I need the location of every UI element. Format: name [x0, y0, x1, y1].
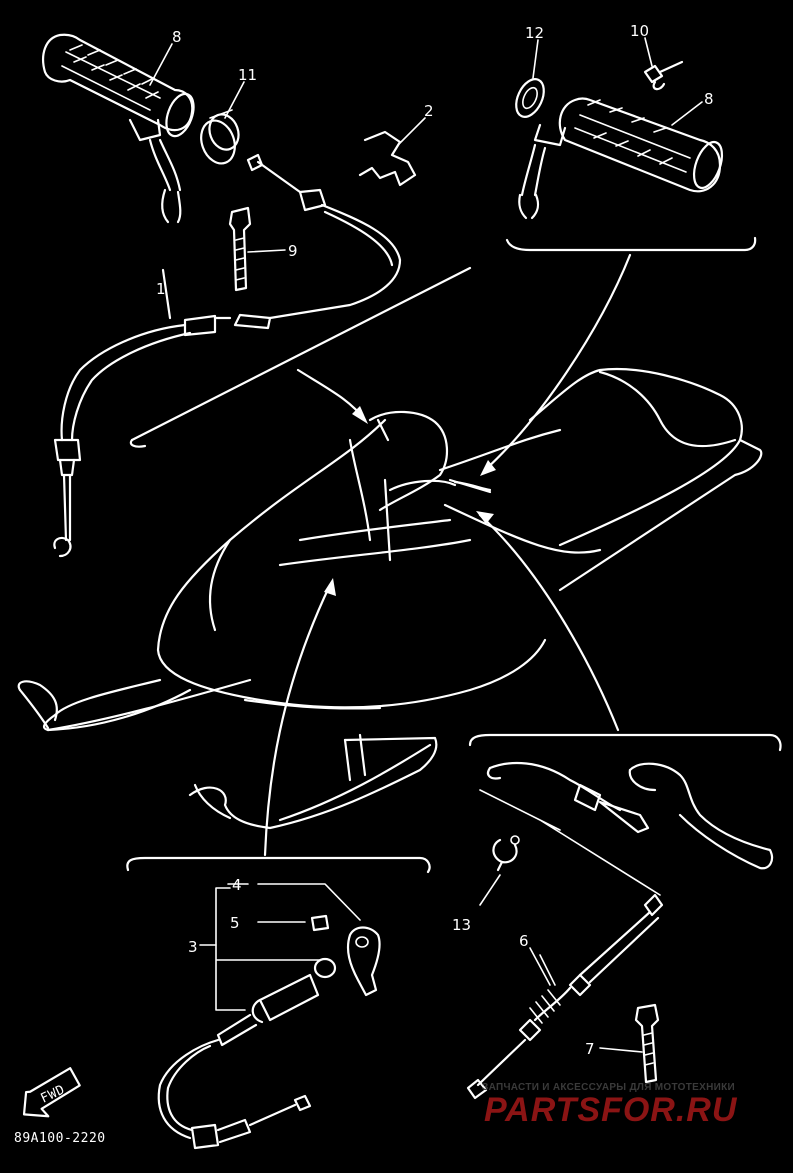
watermark: ЗАПЧАСТИ И АКСЕССУАРЫ ДЛЯ МОТОТЕХНИКИ PA… — [482, 1082, 738, 1129]
callout-leaders — [149, 37, 703, 1053]
callout-3: 3 — [188, 938, 198, 956]
brake-cable-part — [466, 893, 664, 1100]
diagram-code: 89A100-2220 — [14, 1131, 106, 1146]
spacer-ring-part — [200, 109, 240, 165]
callout-4: 4 — [232, 876, 242, 894]
right-grip-part — [518, 97, 724, 220]
throttle-cable-part — [53, 153, 402, 558]
callout-numbers: 8 11 2 9 1 12 10 8 4 5 3 13 6 7 — [156, 22, 714, 1058]
callout-11: 11 — [238, 66, 257, 84]
callout-8-left: 8 — [172, 28, 182, 46]
callout-13: 13 — [452, 916, 471, 934]
spacer-right-part — [515, 78, 545, 118]
callout-6: 6 — [519, 932, 529, 950]
watermark-tagline: ЗАПЧАСТИ И АКСЕССУАРЫ ДЛЯ МОТОТЕХНИКИ — [482, 1082, 735, 1093]
forward-arrow-icon: FWD — [22, 1067, 81, 1118]
snowmobile-illustration — [17, 367, 763, 830]
leader-lines — [126, 236, 782, 874]
brake-lever-assembly — [479, 761, 774, 896]
cable-clip-part — [358, 130, 417, 187]
callout-7: 7 — [585, 1040, 595, 1058]
cable-clip-small-part — [479, 835, 520, 906]
cable-tie-left-part — [228, 206, 252, 292]
callout-12: 12 — [525, 24, 544, 42]
callout-8-right: 8 — [704, 90, 714, 108]
throttle-lever-assembly — [157, 883, 381, 1150]
screw-part — [643, 60, 684, 91]
callout-1: 1 — [156, 280, 166, 298]
callout-2: 2 — [424, 102, 434, 120]
callout-5: 5 — [230, 914, 240, 932]
callout-9: 9 — [288, 242, 298, 260]
cable-tie-right-part — [634, 1003, 660, 1084]
callout-10: 10 — [630, 22, 649, 40]
left-grip-part — [42, 33, 195, 224]
watermark-brand: PARTSFOR.RU — [484, 1091, 738, 1129]
